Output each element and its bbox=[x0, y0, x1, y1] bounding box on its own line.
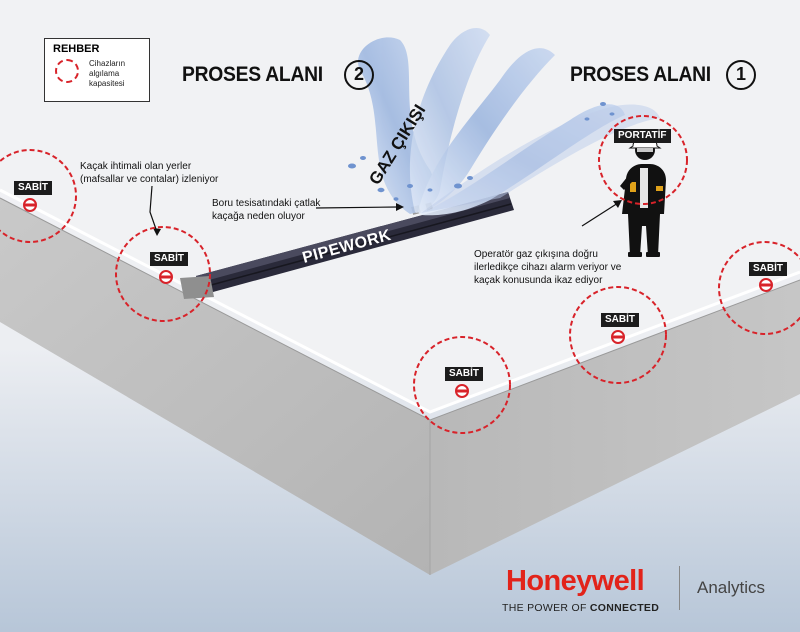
area-number-2: 2 bbox=[344, 60, 374, 90]
fixed-tag-3: SABİT bbox=[445, 367, 483, 381]
arrowhead-leak-points bbox=[153, 228, 161, 236]
detection-rings bbox=[0, 115, 800, 434]
detection-ring-4 bbox=[569, 286, 667, 384]
brand-divider bbox=[679, 566, 680, 610]
arrow-pipe-crack bbox=[315, 206, 399, 209]
detection-ring-3 bbox=[413, 336, 511, 434]
worker-icon bbox=[620, 136, 666, 257]
legend-title: REHBER bbox=[53, 43, 100, 55]
callout-operator-alarm: Operatör gaz çıkışına doğru ilerledikçe … bbox=[474, 249, 622, 286]
tagline-bold: CONNECTED bbox=[589, 602, 660, 614]
brand-logo: Honeywell bbox=[506, 565, 645, 597]
gas-plume bbox=[358, 27, 660, 216]
detection-ring-portable bbox=[598, 115, 688, 205]
fixed-tag-2: SABİT bbox=[150, 252, 188, 266]
arrow-operator bbox=[581, 202, 619, 227]
fixed-gas-detector-icon bbox=[455, 384, 469, 398]
fixed-gas-detector-icon bbox=[159, 270, 173, 284]
detection-ring-2 bbox=[115, 226, 211, 322]
legend-ring-icon bbox=[55, 59, 79, 83]
arrowhead-operator bbox=[613, 200, 622, 208]
fixed-gas-detector-icon bbox=[759, 278, 773, 292]
arrowhead-pipe-crack bbox=[396, 203, 404, 211]
tagline-prefix: THE POWER OF bbox=[502, 602, 590, 614]
legend-box: REHBER Cihazların algılama kapasitesi bbox=[44, 38, 150, 102]
legend-description: Cihazların algılama kapasitesi bbox=[89, 59, 126, 88]
callout-leak-points: Kaçak ihtimali olan yerler (mafsallar ve… bbox=[80, 161, 219, 185]
portable-tag: PORTATİF bbox=[614, 129, 671, 143]
wall-left bbox=[0, 198, 430, 575]
area-number-1: 1 bbox=[726, 60, 756, 90]
brand-tagline: THE POWER OF CONNECTED bbox=[502, 602, 659, 614]
fixed-tag-5: SABİT bbox=[749, 262, 787, 276]
roof-edge bbox=[0, 188, 800, 414]
area-title-2: PROSES ALANI bbox=[182, 63, 323, 86]
fixed-gas-detector-icon bbox=[611, 330, 625, 344]
fixed-gas-detector-icon bbox=[23, 198, 37, 212]
detection-ring-1 bbox=[0, 149, 77, 243]
brand-product: Analytics bbox=[697, 578, 766, 597]
fixed-tag-1: SABİT bbox=[14, 181, 52, 195]
gas-droplets bbox=[348, 102, 615, 201]
fixed-tag-4: SABİT bbox=[601, 313, 639, 327]
wall-right bbox=[430, 280, 800, 575]
area-title-1: PROSES ALANI bbox=[570, 63, 711, 86]
detection-ring-5 bbox=[718, 241, 800, 335]
pipework-groove bbox=[199, 203, 512, 289]
pipe-support bbox=[180, 276, 214, 299]
callout-pipe-crack: Boru tesisatındaki çatlak kaçağa neden o… bbox=[212, 198, 321, 222]
arrow-leak-points bbox=[149, 185, 158, 233]
